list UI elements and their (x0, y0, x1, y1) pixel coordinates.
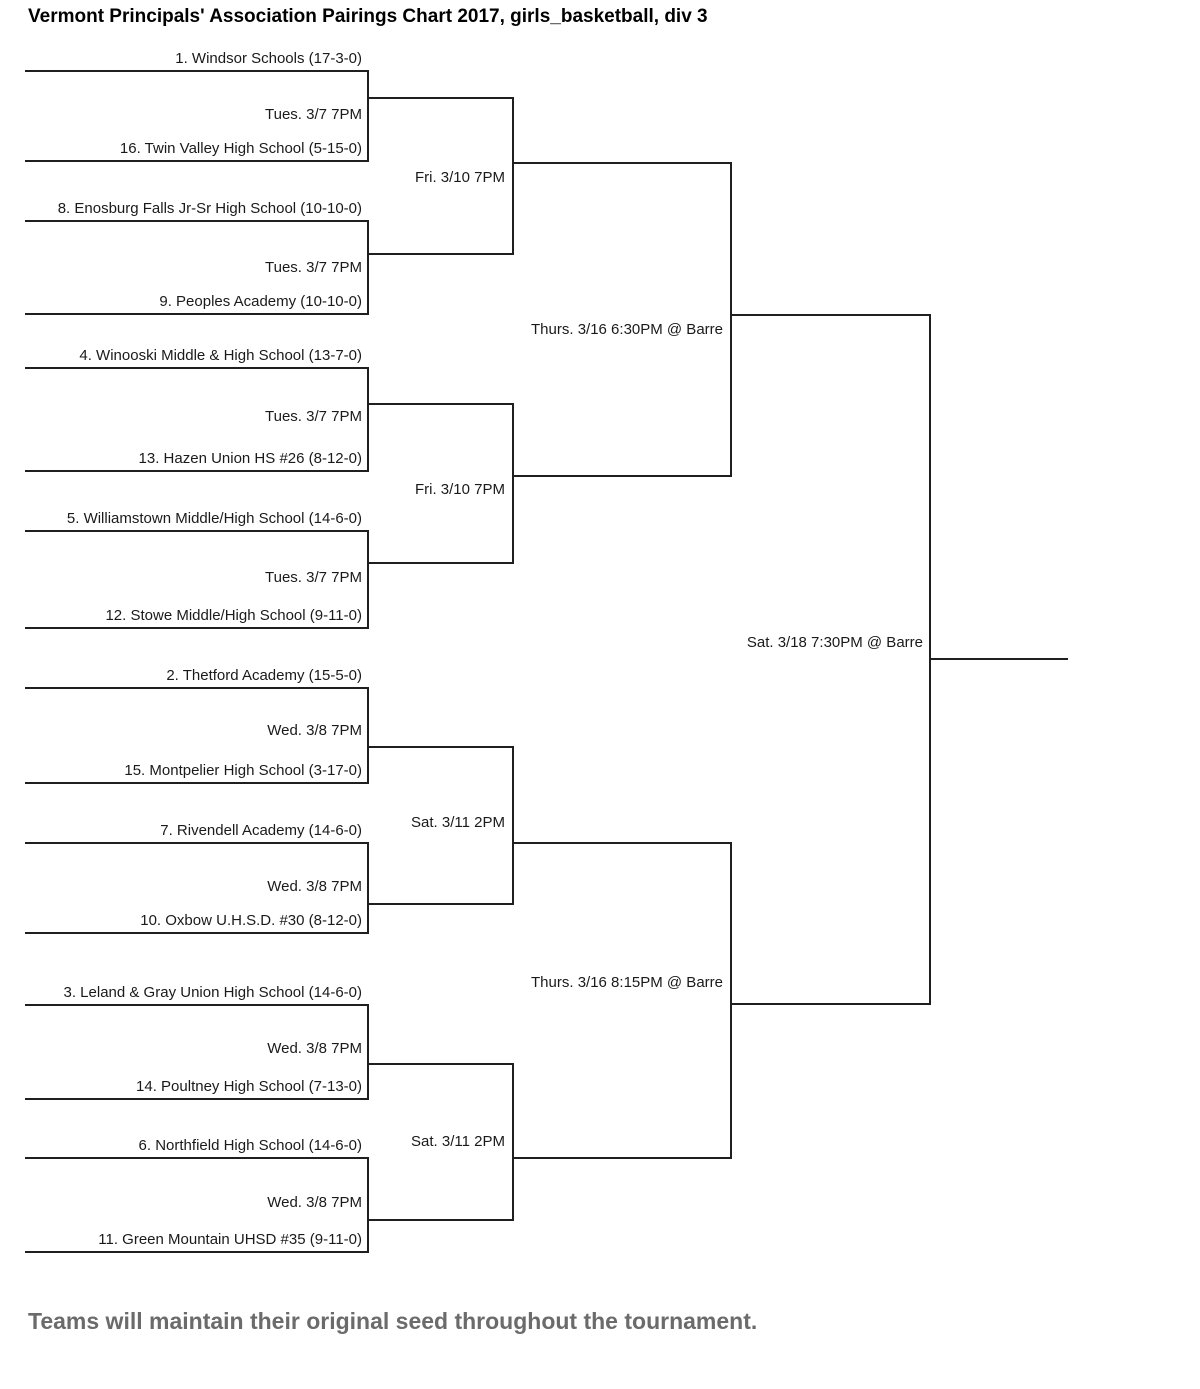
match-6-bottom-team-label: 10. Oxbow U.H.S.D. #30 (8-12-0) (140, 912, 362, 929)
match-6-connector (367, 842, 369, 934)
semifinal-2-winner-line (730, 1003, 931, 1005)
quarterfinal-1-date: Fri. 3/10 7PM (414, 169, 505, 186)
match-8-date: Wed. 3/8 7PM (267, 1194, 362, 1211)
match-8-top-team-label: 6. Northfield High School (14-6-0) (138, 1137, 362, 1154)
match-7-connector (367, 1004, 369, 1100)
semifinal-1-date: Thurs. 3/16 6:30PM @ Barre (531, 321, 723, 338)
match-3-date: Tues. 3/7 7PM (265, 408, 362, 425)
match-8-winner-line (367, 1219, 514, 1221)
quarterfinal-2-date: Fri. 3/10 7PM (414, 481, 505, 498)
match-3-top-team-line (25, 367, 367, 369)
match-7-top-team-line (25, 1004, 367, 1006)
match-7-bottom-team-label: 14. Poultney High School (7-13-0) (136, 1078, 362, 1095)
match-1-top-team-label: 1. Windsor Schools (17-3-0) (175, 50, 362, 67)
match-5-top-team-label: 2. Thetford Academy (15-5-0) (166, 667, 362, 684)
page-title: Vermont Principals' Association Pairings… (28, 6, 708, 27)
match-6-top-team-label: 7. Rivendell Academy (14-6-0) (160, 822, 362, 839)
match-2-winner-line (367, 253, 514, 255)
match-4-connector (367, 530, 369, 629)
match-5-connector (367, 687, 369, 784)
match-7-top-team-label: 3. Leland & Gray Union High School (14-6… (63, 984, 363, 1001)
match-8-bottom-team-label: 11. Green Mountain UHSD #35 (9-11-0) (98, 1231, 362, 1248)
match-6-winner-line (367, 903, 514, 905)
match-8-top-team-line (25, 1157, 367, 1159)
champion-line (929, 658, 1068, 660)
match-4-top-team-line (25, 530, 367, 532)
semifinal-2-connector (730, 842, 732, 1159)
quarterfinal-2-connector (512, 403, 514, 564)
match-6-bottom-team-line (25, 932, 367, 934)
quarterfinal-4-connector (512, 1063, 514, 1221)
match-4-date: Tues. 3/7 7PM (265, 569, 362, 586)
match-4-bottom-team-line (25, 627, 367, 629)
semifinal-1-winner-line (730, 314, 931, 316)
match-1-top-team-line (25, 70, 367, 72)
match-3-top-team-label: 4. Winooski Middle & High School (13-7-0… (79, 347, 362, 364)
match-1-bottom-team-line (25, 160, 367, 162)
final-date: Sat. 3/18 7:30PM @ Barre (746, 634, 923, 651)
match-7-bottom-team-line (25, 1098, 367, 1100)
quarterfinal-1-connector (512, 97, 514, 255)
match-2-connector (367, 220, 369, 315)
match-5-date: Wed. 3/8 7PM (267, 722, 362, 739)
quarterfinal-1-winner-line (512, 162, 732, 164)
match-6-top-team-line (25, 842, 367, 844)
match-1-connector (367, 70, 369, 162)
match-8-connector (367, 1157, 369, 1253)
match-5-winner-line (367, 746, 514, 748)
semifinal-1-connector (730, 162, 732, 477)
quarterfinal-4-winner-line (512, 1157, 732, 1159)
match-2-date: Tues. 3/7 7PM (265, 259, 362, 276)
match-6-date: Wed. 3/8 7PM (267, 878, 362, 895)
match-5-top-team-line (25, 687, 367, 689)
match-3-winner-line (367, 403, 514, 405)
match-4-top-team-label: 5. Williamstown Middle/High School (14-6… (66, 510, 362, 527)
match-5-bottom-team-label: 15. Montpelier High School (3-17-0) (124, 762, 362, 779)
match-1-bottom-team-label: 16. Twin Valley High School (5-15-0) (119, 140, 362, 157)
quarterfinal-2-winner-line (512, 475, 732, 477)
match-2-bottom-team-label: 9. Peoples Academy (10-10-0) (159, 293, 362, 310)
match-2-bottom-team-line (25, 313, 367, 315)
match-2-top-team-label: 8. Enosburg Falls Jr-Sr High School (10-… (57, 200, 362, 217)
footer-note: Teams will maintain their original seed … (28, 1308, 758, 1334)
match-3-connector (367, 367, 369, 472)
quarterfinal-3-connector (512, 746, 514, 905)
match-1-winner-line (367, 97, 514, 99)
match-7-date: Wed. 3/8 7PM (267, 1040, 362, 1057)
match-2-top-team-line (25, 220, 367, 222)
quarterfinal-4-date: Sat. 3/11 2PM (411, 1133, 505, 1150)
quarterfinal-3-date: Sat. 3/11 2PM (411, 814, 505, 831)
match-5-bottom-team-line (25, 782, 367, 784)
match-4-winner-line (367, 562, 514, 564)
match-7-winner-line (367, 1063, 514, 1065)
match-4-bottom-team-label: 12. Stowe Middle/High School (9-11-0) (105, 607, 362, 624)
semifinal-2-date: Thurs. 3/16 8:15PM @ Barre (531, 974, 723, 991)
quarterfinal-3-winner-line (512, 842, 732, 844)
match-1-date: Tues. 3/7 7PM (265, 106, 362, 123)
match-3-bottom-team-line (25, 470, 367, 472)
match-8-bottom-team-line (25, 1251, 367, 1253)
match-3-bottom-team-label: 13. Hazen Union HS #26 (8-12-0) (138, 450, 362, 467)
